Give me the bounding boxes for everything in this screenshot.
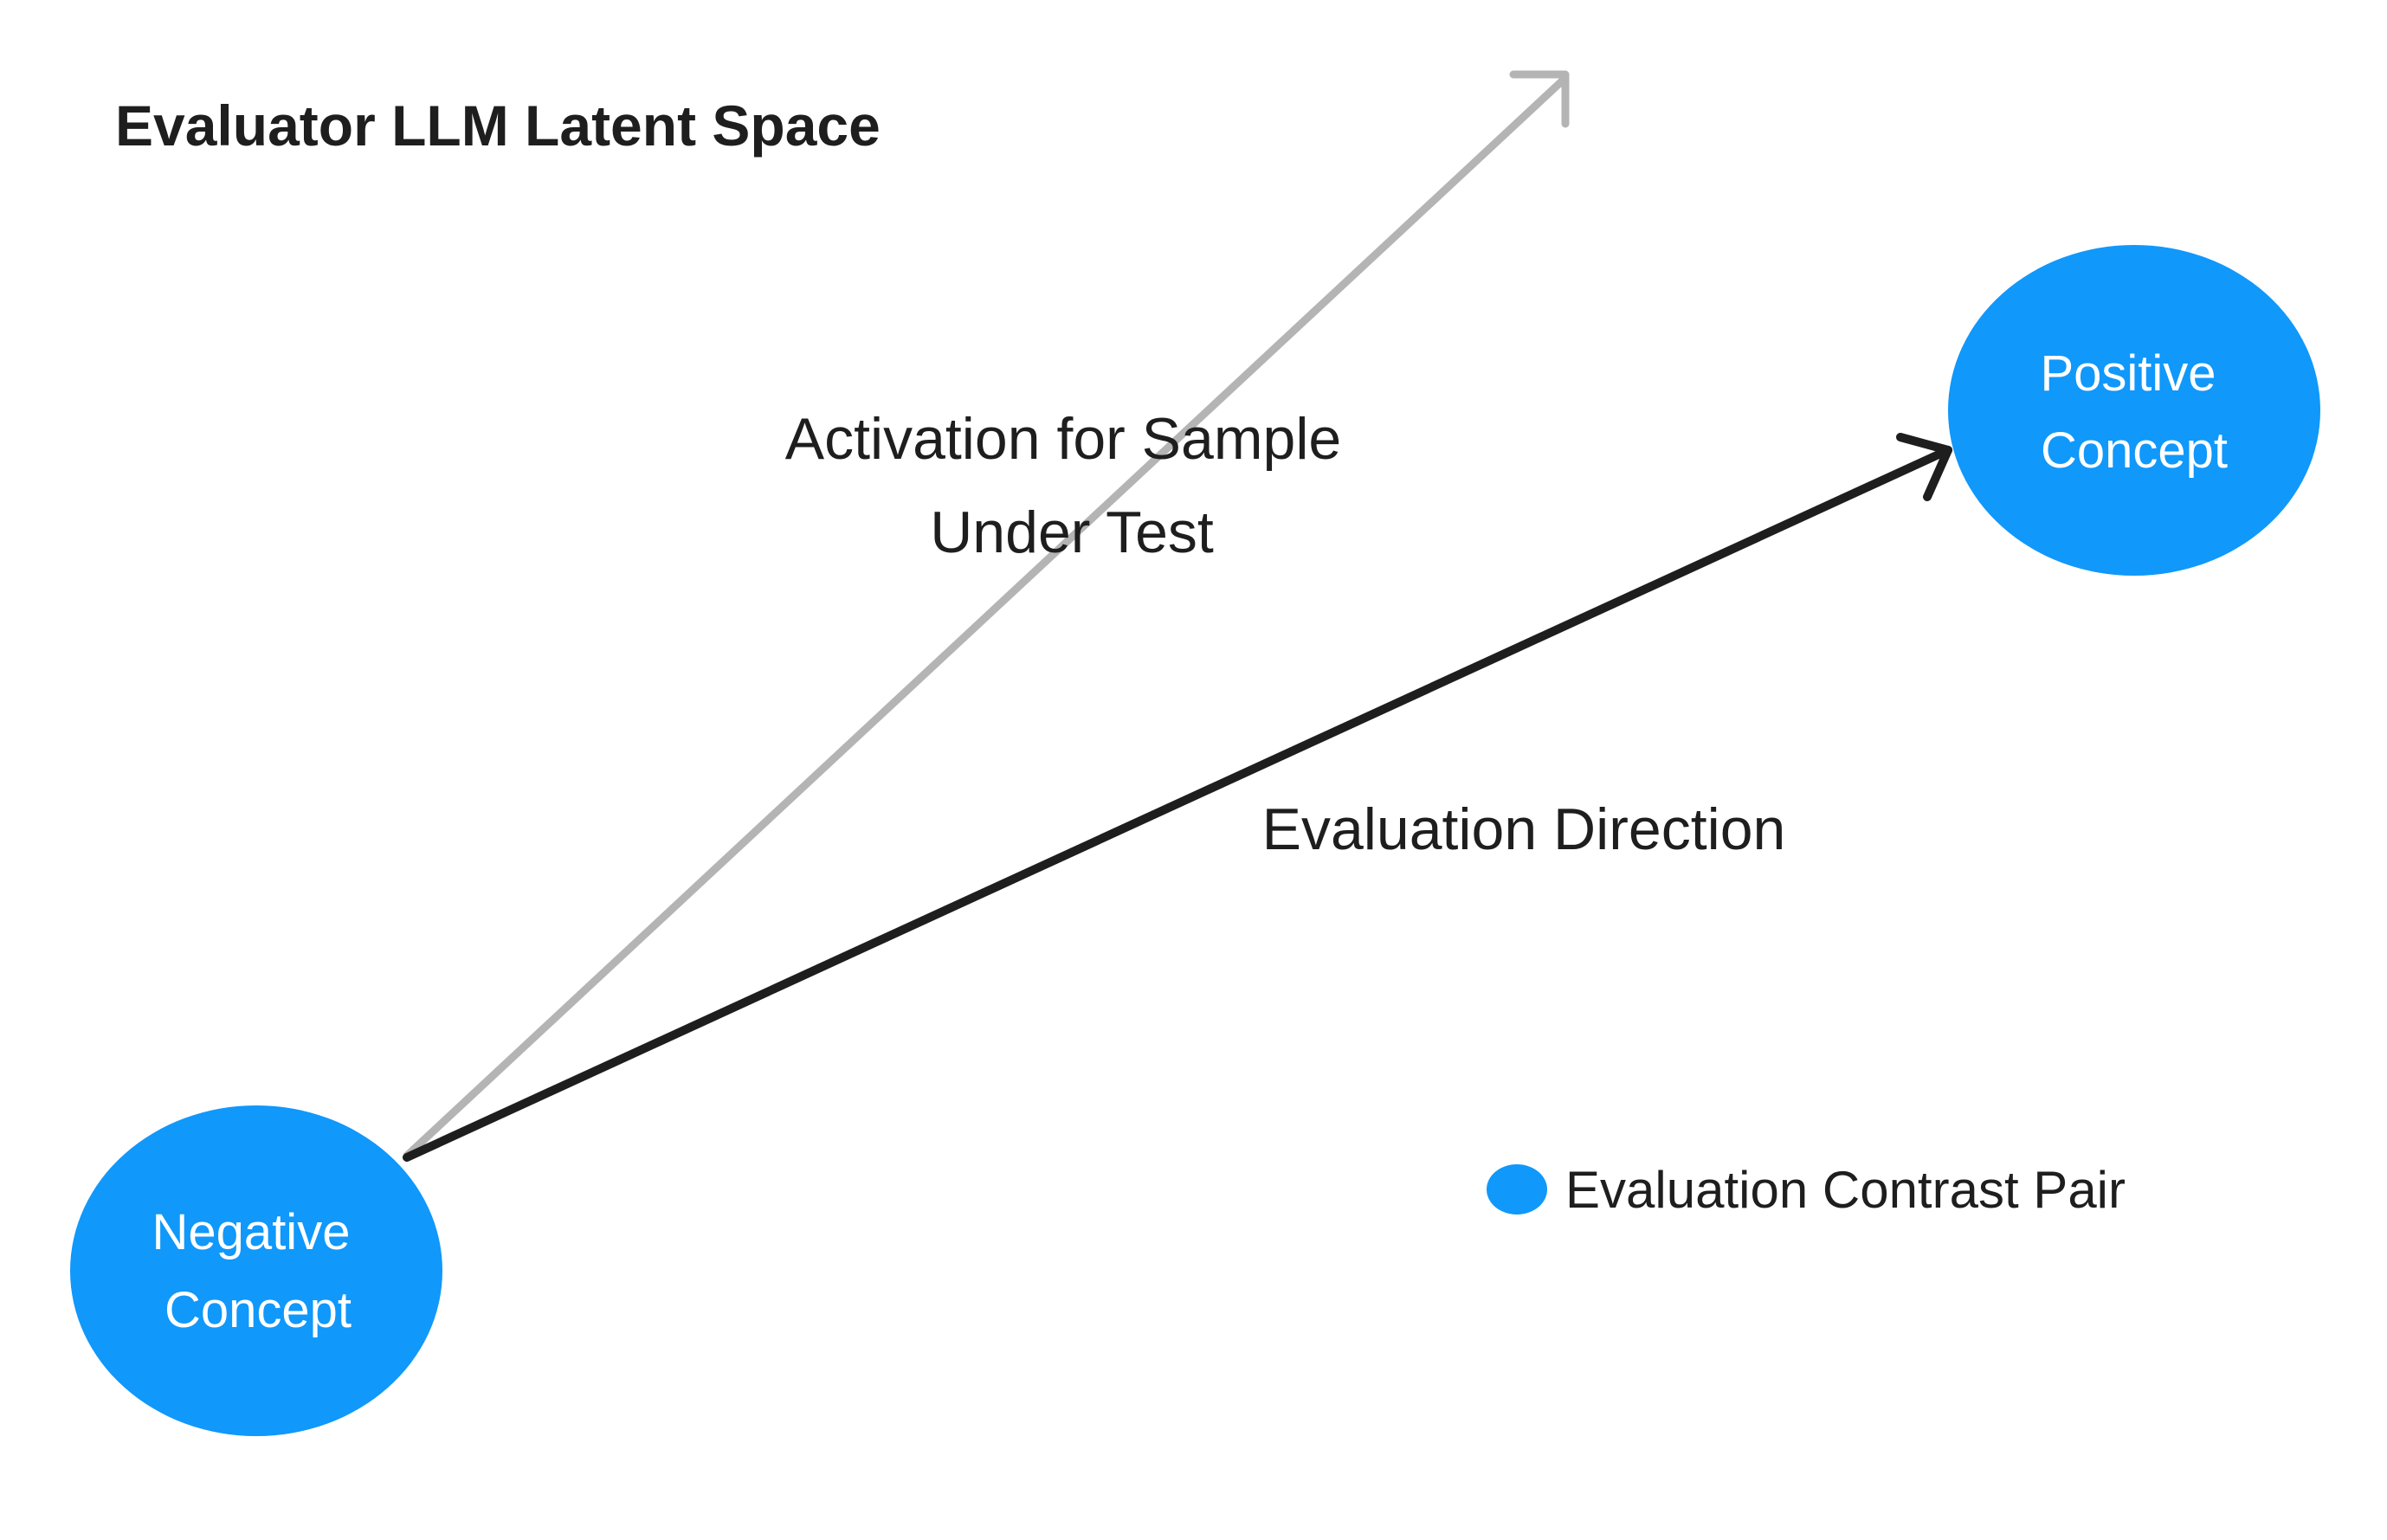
evaluation-arrow-shaft — [403, 446, 1952, 1162]
activation-arrow-shaft — [403, 74, 1570, 1160]
activation-arrowhead — [1509, 70, 1570, 128]
negative-concept-label-line2: Concept — [165, 1282, 352, 1338]
negative-concept-label-line1: Negative — [152, 1204, 351, 1260]
evaluation-arrowhead — [1896, 433, 1952, 501]
legend: Evaluation Contrast Pair — [1487, 1161, 2126, 1219]
legend-label: Evaluation Contrast Pair — [1565, 1161, 2126, 1219]
negative-concept-node: Negative Concept — [70, 1105, 442, 1436]
blue-dot-icon — [1487, 1164, 1547, 1215]
negative-concept-circle — [70, 1105, 442, 1436]
activation-arrow — [403, 70, 1570, 1160]
evaluation-arrow — [403, 433, 1952, 1162]
diagram-title: Evaluator LLM Latent Space — [115, 93, 881, 158]
activation-label-line1: Activation for Sample — [785, 406, 1342, 472]
positive-concept-label-line1: Positive — [2040, 345, 2216, 402]
activation-label-line2: Under Test — [930, 499, 1214, 565]
positive-concept-label-line2: Concept — [2041, 422, 2228, 479]
positive-concept-circle — [1948, 245, 2320, 576]
evaluation-direction-label: Evaluation Direction — [1262, 796, 1786, 862]
positive-concept-node: Positive Concept — [1948, 245, 2320, 576]
activation-label: Activation for Sample Under Test — [785, 406, 1342, 565]
